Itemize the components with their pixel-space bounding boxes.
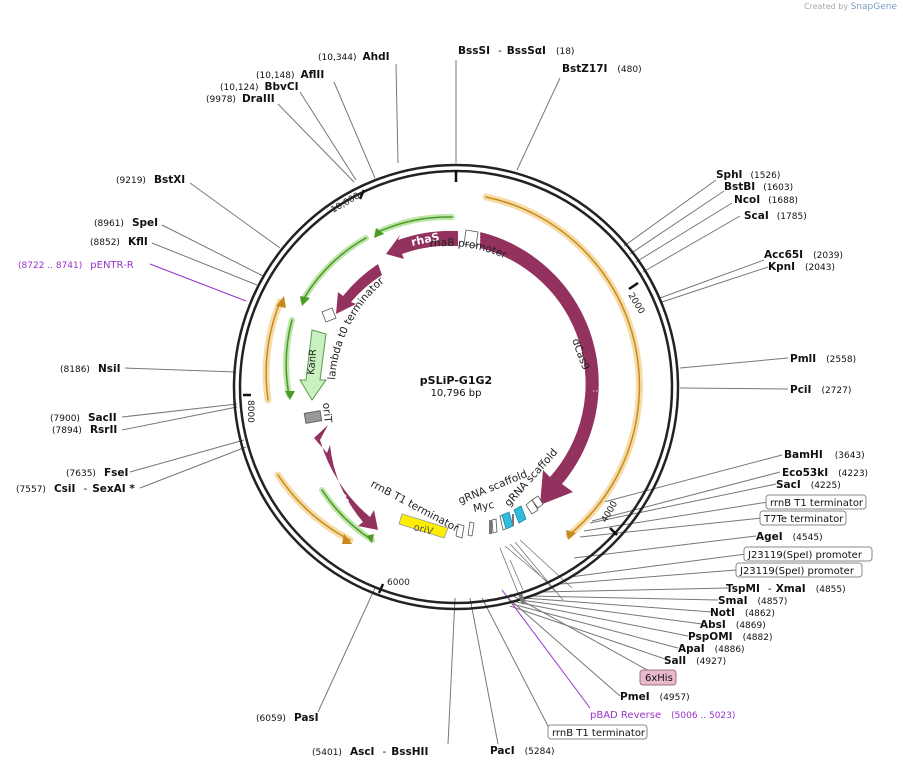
orange-arcs: [262, 193, 643, 544]
feature-kanr-label: KanR: [306, 349, 319, 376]
plasmid-size: 10,796 bp: [431, 388, 482, 399]
site-pmli: PmlI(2558): [790, 353, 856, 365]
site-eco53ki: Eco53kI(4223): [782, 467, 868, 479]
primer-labels: (8722 .. 8741)pENTR-R pBAD Reverse(5006 …: [18, 260, 735, 721]
site-kfli: (8852)KflI: [90, 236, 148, 248]
green-arrow-head-3: [285, 391, 295, 400]
tick-8000: 8000: [245, 400, 255, 423]
site-pspomi: PspOMI(4882): [688, 631, 773, 643]
site-smai: SmaI(4857): [718, 595, 787, 607]
site-rsrii: (7894)RsrII: [52, 424, 117, 436]
site-bstxi: (9219)BstXI: [116, 174, 185, 186]
box-t7te: T7Te terminator: [763, 514, 844, 525]
box-6xhis: 6xHis: [645, 673, 673, 684]
site-sphi: SphI(1526): [716, 169, 780, 181]
site-pmei: PmeI(4957): [620, 691, 690, 703]
small-features: [321, 229, 544, 539]
snapgene-logo: SnapGene: [850, 2, 897, 12]
site-pasi: (6059)PasI: [256, 712, 319, 724]
primer-pentr-r: (8722 .. 8741)pENTR-R: [18, 260, 134, 271]
site-scai: ScaI(1785): [744, 210, 807, 222]
site-sali: SalI(4927): [664, 655, 726, 667]
site-absi: AbsI(4869): [700, 619, 766, 631]
site-tspmi: TspMI-XmaI(4855): [726, 583, 846, 595]
orange-arrow-head-right: [566, 530, 576, 540]
box-rrnb-t1-1: rrnB T1 terminator: [770, 498, 864, 509]
site-asci: (5401)AscI-BssHII: [312, 746, 428, 758]
site-pcii: PciI(2727): [790, 384, 851, 396]
site-agei: AgeI(4545): [756, 531, 823, 543]
site-ncoi: NcoI(1688): [734, 194, 798, 206]
gray-blocks: [489, 514, 526, 605]
site-fsei: (7635)FseI: [66, 467, 128, 479]
green-arrow-head-2: [300, 296, 310, 306]
boxed-labels: rrnB T1 terminator T7Te terminator J2311…: [547, 494, 873, 740]
feature-rhar: [336, 264, 382, 314]
site-saci: SacI(4225): [776, 479, 841, 491]
box-rrnb-t1-2: rrnB T1 terminator: [552, 728, 646, 739]
site-csii: (7557)CsiI-SexAI *: [16, 483, 135, 495]
site-bsssi: BssSI-BssSαI(18): [458, 45, 574, 57]
site-nsii: (8186)NsiI: [60, 363, 120, 375]
site-paci: PacI(5284): [490, 745, 555, 757]
feature-trfa: [314, 425, 378, 530]
label-myc: Myc: [472, 499, 495, 515]
site-noti: NotI(4862): [710, 607, 775, 619]
backbone-outer: [232, 163, 680, 611]
feature-rhas-label: rhaS: [410, 230, 441, 249]
green-arrow-head-4: [366, 534, 374, 543]
tick-marks: [243, 170, 639, 594]
tick-6000: 6000: [387, 578, 410, 588]
site-acc65i: Acc65I(2039): [764, 249, 843, 261]
leader-lines: [121, 60, 789, 745]
feature-dcas9: [480, 232, 599, 505]
snapgene-credit: Created by SnapGene: [804, 2, 897, 12]
label-orit: oriT: [320, 402, 334, 424]
green-arrow-head-1: [374, 228, 384, 238]
site-kpni: KpnI(2043): [768, 261, 835, 273]
box-j23119-2: J23119(SpeI) promoter: [739, 566, 855, 577]
site-ahdi: (10,344)AhdI: [318, 51, 390, 63]
site-labels: (10,344)AhdI (10,148)AflII (10,124)BbvCI…: [16, 45, 868, 758]
site-aflii: (10,148)AflII: [256, 69, 324, 81]
primer-pbad-reverse: pBAD Reverse(5006 .. 5023): [590, 710, 735, 721]
box-j23119-1: J23119(SpeI) promoter: [747, 550, 863, 561]
site-apai: ApaI(4886): [678, 643, 745, 655]
site-bstbi: BstBI(1603): [724, 181, 793, 193]
feature-oriv-label: oriV: [412, 522, 434, 538]
feature-oriv: [398, 513, 449, 539]
site-draiii: (9978)DraIII: [206, 93, 275, 105]
orange-arrow-head-top: [276, 296, 286, 308]
site-sacii: (7900)SacII: [50, 412, 117, 424]
feature-orit-box: [303, 410, 323, 424]
feature-rhas: [386, 230, 458, 259]
site-spei: (8961)SpeI: [94, 217, 158, 229]
orange-arrow-head-left: [342, 534, 352, 544]
site-bamhi: BamHI(3643): [784, 449, 865, 461]
inner-leader-lines: [499, 539, 573, 601]
feature-kanr: [299, 329, 327, 401]
cyan-features: [501, 505, 527, 530]
credit-created-by: Created by: [804, 2, 849, 11]
site-bbvci: (10,124)BbvCI: [220, 81, 299, 93]
plasmid-name: pSLiP-G1G2: [420, 374, 492, 387]
site-bstz17i: BstZ17I(480): [562, 63, 642, 75]
dcas9-dots: [479, 232, 608, 392]
